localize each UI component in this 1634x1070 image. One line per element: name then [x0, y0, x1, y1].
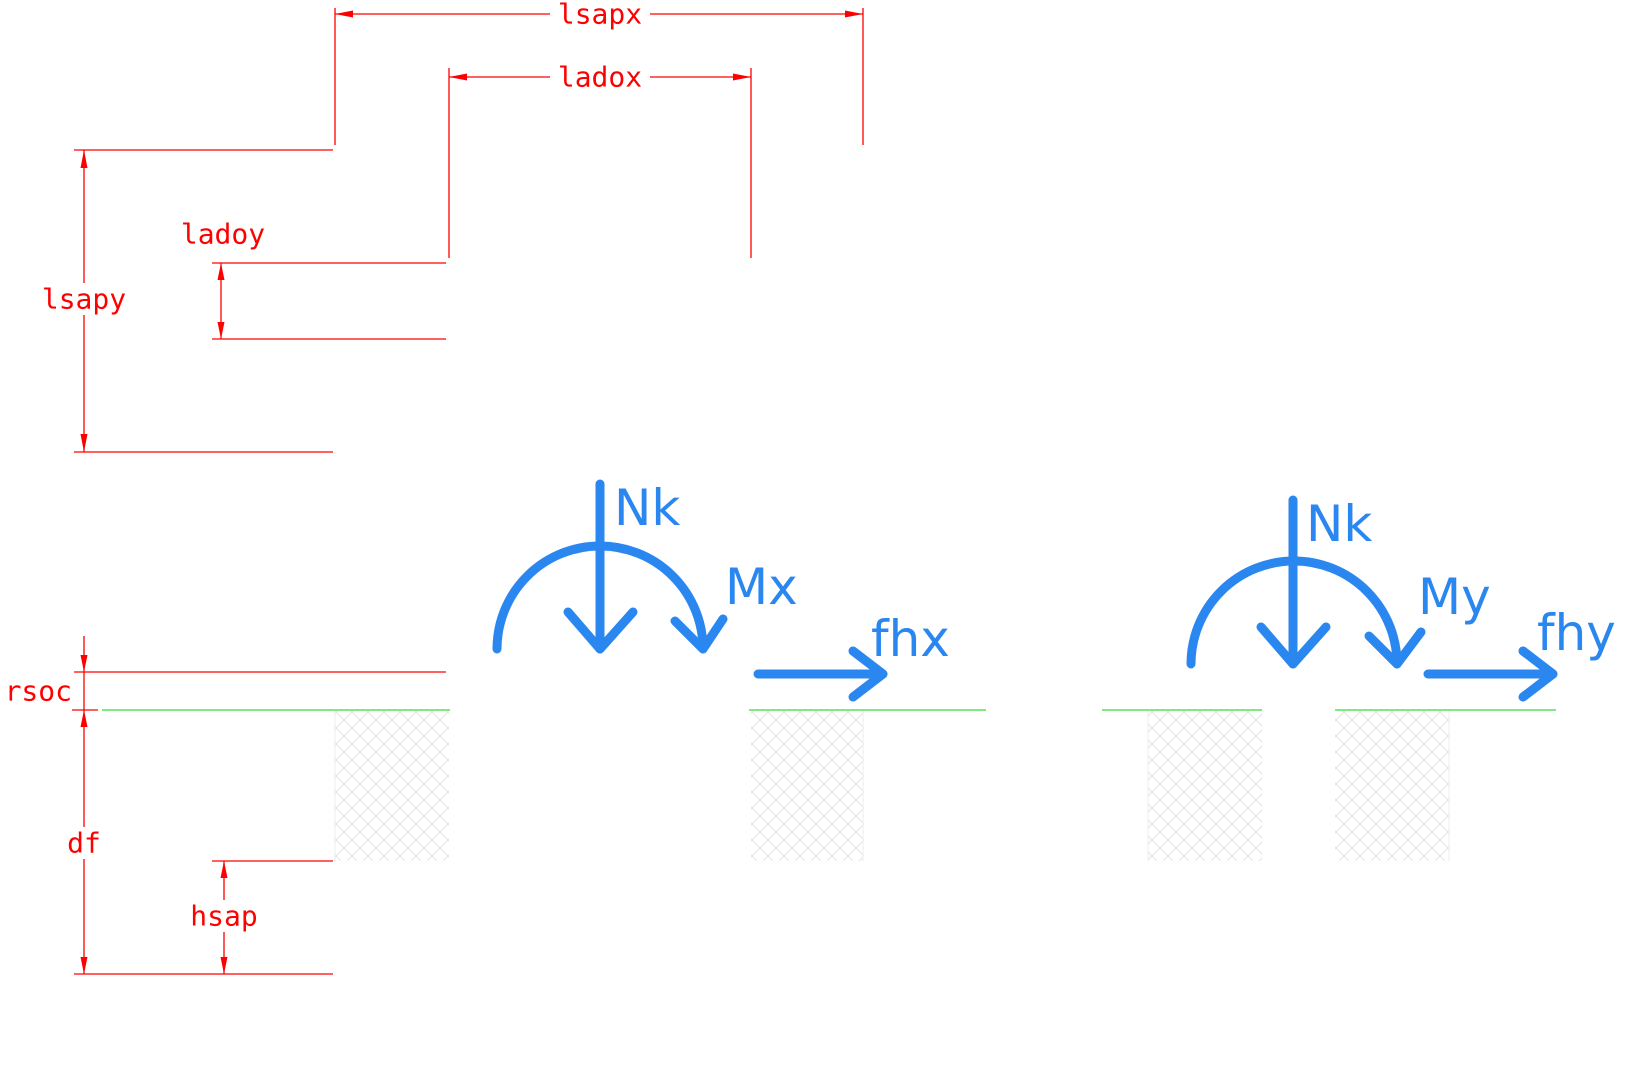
- axial-load-label: Nk: [1306, 495, 1372, 553]
- arrow-head: [1256, 622, 1331, 669]
- arrow-head: [80, 434, 88, 452]
- label-background: [550, 61, 650, 93]
- loads-x: Nk Mx fhx: [492, 479, 950, 702]
- arrow-head: [733, 73, 751, 81]
- moment-arc: [1186, 556, 1402, 669]
- dimension-label: lsapx: [558, 0, 642, 31]
- arrow-head: [220, 957, 228, 974]
- dimension-df: df: [56, 710, 112, 974]
- arrow-head: [335, 10, 353, 18]
- soil-hatch: [1148, 711, 1262, 861]
- dimension-lsapx: lsapx: [335, 0, 863, 31]
- moment-arc: [492, 541, 708, 654]
- arrow-head: [848, 646, 888, 702]
- dimension-label: ladoy: [181, 218, 265, 251]
- horizontal-load-arrow-icon: [1423, 646, 1558, 702]
- label-background: [180, 900, 268, 932]
- moment-arrow-icon: [1186, 556, 1426, 669]
- horizontal-load-arrow-icon: [753, 646, 888, 702]
- label-background: [550, 0, 650, 30]
- elevation-y-ground: [1102, 709, 1556, 861]
- arrow-head: [1518, 646, 1558, 702]
- dimension-hsap: hsap: [180, 861, 268, 974]
- arrow-head: [80, 957, 88, 974]
- dimension-label: lsapy: [42, 283, 126, 316]
- moment-label: Mx: [725, 558, 798, 616]
- arrow-head: [670, 614, 728, 654]
- arrow-head: [845, 10, 863, 18]
- elevation-dimensions: rsoc df hsap: [0, 636, 446, 975]
- axial-load-arrow-icon: [1256, 495, 1331, 669]
- label-background: [56, 827, 112, 859]
- elevation-x-ground: [102, 709, 986, 861]
- arrow-head: [449, 73, 467, 81]
- arrow-head: [220, 861, 228, 878]
- axial-load-arrow-icon: [563, 479, 638, 654]
- label-background: [0, 675, 74, 707]
- soil-hatch: [335, 711, 449, 861]
- dimension-label: ladox: [558, 61, 642, 94]
- horizontal-load-label: fhx: [871, 610, 950, 668]
- arrow-head: [1364, 627, 1426, 669]
- moment-label: My: [1418, 568, 1491, 626]
- arrow-head: [217, 322, 225, 339]
- dimension-lsapy: lsapy: [34, 150, 134, 452]
- loads-y: Nk My fhy: [1186, 495, 1616, 702]
- arrow-head: [563, 607, 638, 654]
- dimension-label: df: [67, 827, 101, 860]
- soil-hatch: [1335, 711, 1449, 861]
- dimension-label: hsap: [190, 900, 257, 933]
- dimension-ladoy: ladoy: [181, 218, 265, 339]
- horizontal-load-label: fhy: [1537, 604, 1616, 662]
- dimension-rsoc: rsoc: [0, 636, 88, 727]
- arrow-head: [80, 655, 88, 672]
- moment-arrow-icon: [492, 541, 728, 654]
- arrow-head: [80, 150, 88, 168]
- dimension-label: rsoc: [5, 675, 72, 708]
- axial-load-label: Nk: [614, 479, 680, 537]
- label-background: [34, 283, 134, 315]
- arrow-head: [217, 263, 225, 280]
- soil-hatch: [751, 711, 863, 861]
- plan-view: lsapx ladox lsapy ladoy: [34, 0, 864, 453]
- dimension-ladox: ladox: [449, 61, 751, 94]
